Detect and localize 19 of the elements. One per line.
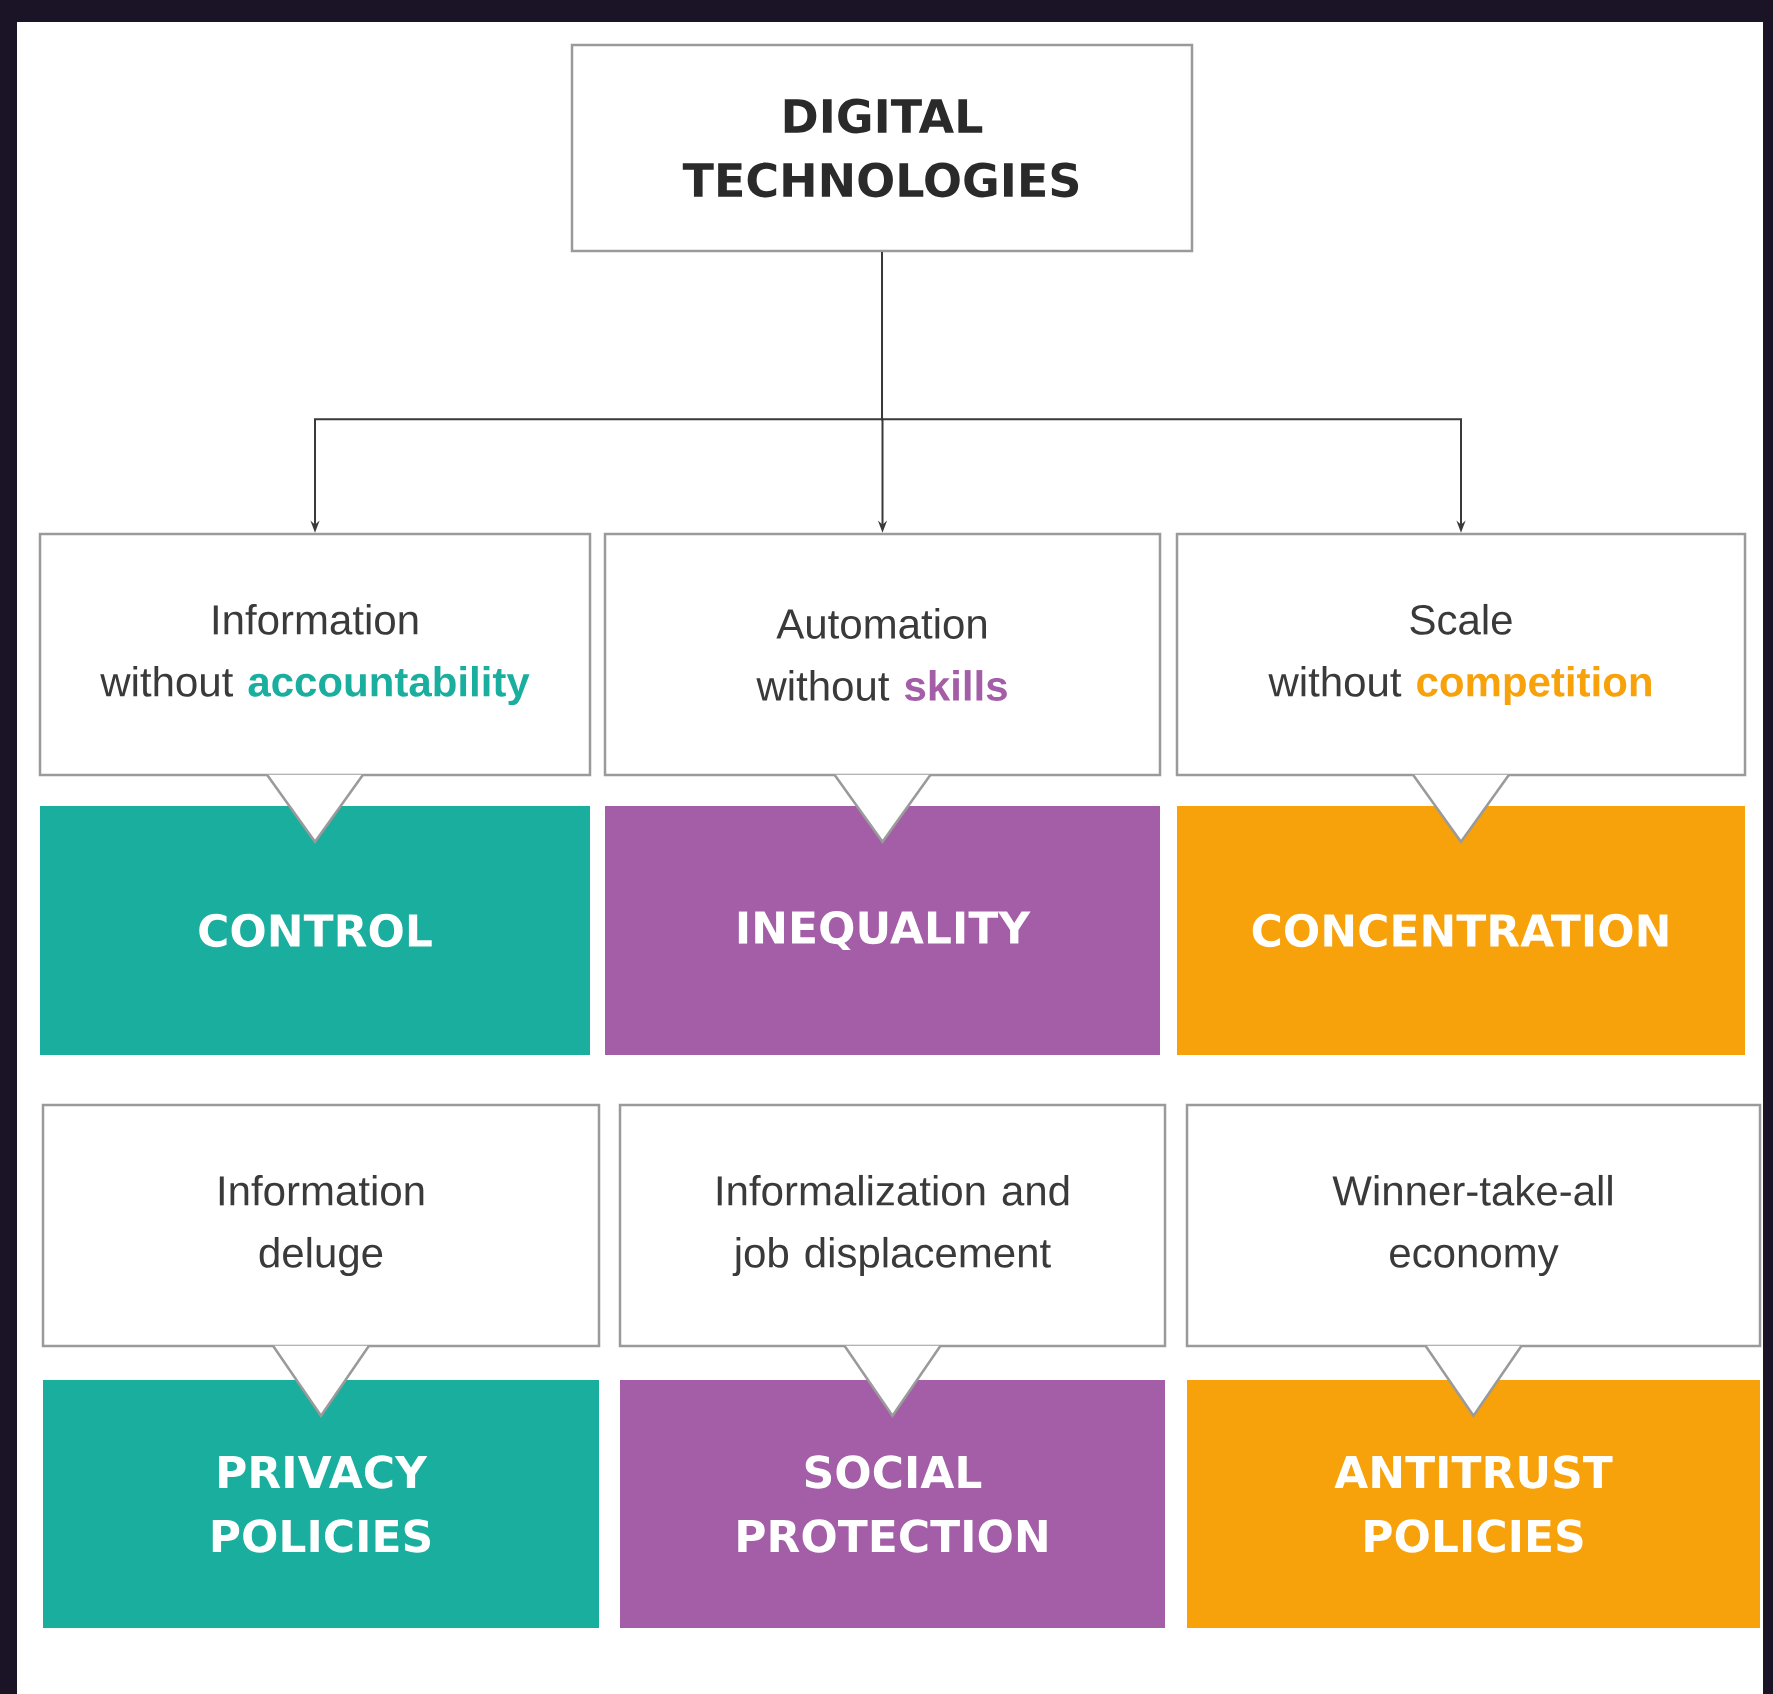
outcome-box: INEQUALITY: [605, 806, 1160, 1055]
chevron-connector: [1411, 773, 1511, 844]
outcome-box: CONTROL: [40, 806, 590, 1055]
cause-box: Information deluge: [41, 1103, 601, 1348]
cause-box: Information without accountability: [38, 532, 592, 777]
title-box: DIGITAL TECHNOLOGIES: [570, 43, 1194, 253]
chevron-connector: [1424, 1344, 1523, 1418]
cause-box: Winner-take-all economy: [1185, 1103, 1762, 1348]
cause-box: Automation without skills: [603, 532, 1162, 777]
outcome-box: PRIVACY POLICIES: [43, 1380, 599, 1628]
chevron-connector: [843, 1344, 942, 1418]
cause-box: Scale without competition: [1175, 532, 1747, 777]
chevron-connector: [265, 773, 365, 844]
cause-box: Informalization and job displacement: [618, 1103, 1167, 1348]
outcome-box: CONCENTRATION: [1177, 806, 1745, 1055]
outcome-box: SOCIAL PROTECTION: [620, 1380, 1165, 1628]
chevron-connector: [833, 773, 932, 844]
chevron-connector: [271, 1344, 371, 1418]
outcome-box: ANTITRUST POLICIES: [1187, 1380, 1760, 1628]
